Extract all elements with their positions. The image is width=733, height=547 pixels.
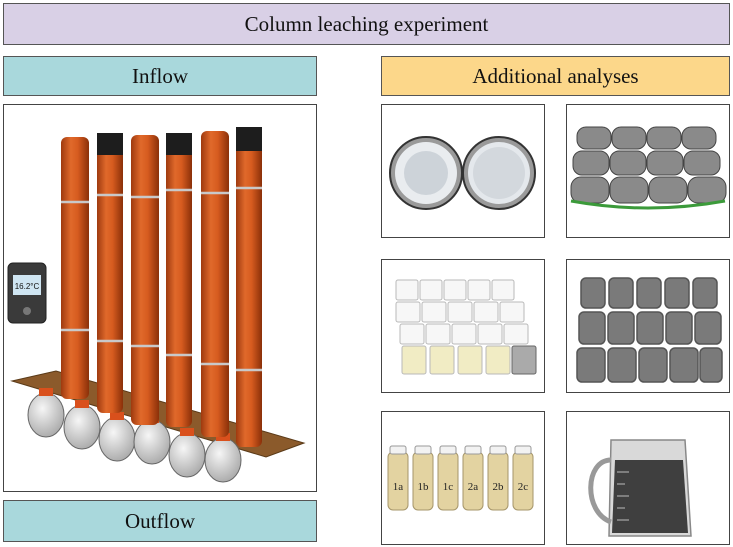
- soil-trays-panel: [566, 259, 730, 393]
- vial-label: 2b: [493, 481, 505, 493]
- inflow-label: Inflow: [132, 63, 188, 88]
- additional-analyses-banner: Additional analyses: [381, 56, 730, 96]
- inflow-banner: Inflow: [3, 56, 317, 96]
- vial-label: 1b: [418, 481, 430, 493]
- sample-cups-illustration: [395, 279, 537, 375]
- vial-label: 2c: [518, 481, 529, 493]
- measuring-jug-panel: [566, 411, 730, 545]
- leaching-columns: [61, 127, 262, 447]
- title-banner: Column leaching experiment: [3, 3, 730, 45]
- soil-tins-panel: [566, 104, 730, 238]
- soil-tins-illustration: [570, 126, 727, 210]
- sample-cups-panel: [381, 259, 545, 393]
- petri-dish-panel: [381, 104, 545, 238]
- additional-analyses-label: Additional analyses: [472, 63, 639, 88]
- outflow-label: Outflow: [125, 508, 195, 533]
- column-setup-illustration: 16.2°C: [7, 127, 306, 483]
- sample-vials-panel: 1a 1b 1c 2a 2b 2c: [381, 411, 545, 545]
- measuring-jug-illustration: [588, 439, 692, 537]
- vial-label: 1c: [443, 481, 454, 493]
- temperature-logger: [7, 262, 47, 324]
- soil-trays-illustration: [576, 277, 723, 383]
- logger-reading: 16.2°C: [15, 282, 40, 291]
- vial-label: 1a: [393, 481, 404, 493]
- title-text: Column leaching experiment: [244, 11, 489, 36]
- column-setup-panel: 16.2°C: [3, 104, 317, 492]
- vial-label: 2a: [468, 481, 479, 493]
- sample-vials-illustration: 1a 1b 1c 2a 2b 2c: [387, 445, 534, 511]
- petri-dishes-illustration: [389, 136, 536, 210]
- outflow-banner: Outflow: [3, 500, 317, 542]
